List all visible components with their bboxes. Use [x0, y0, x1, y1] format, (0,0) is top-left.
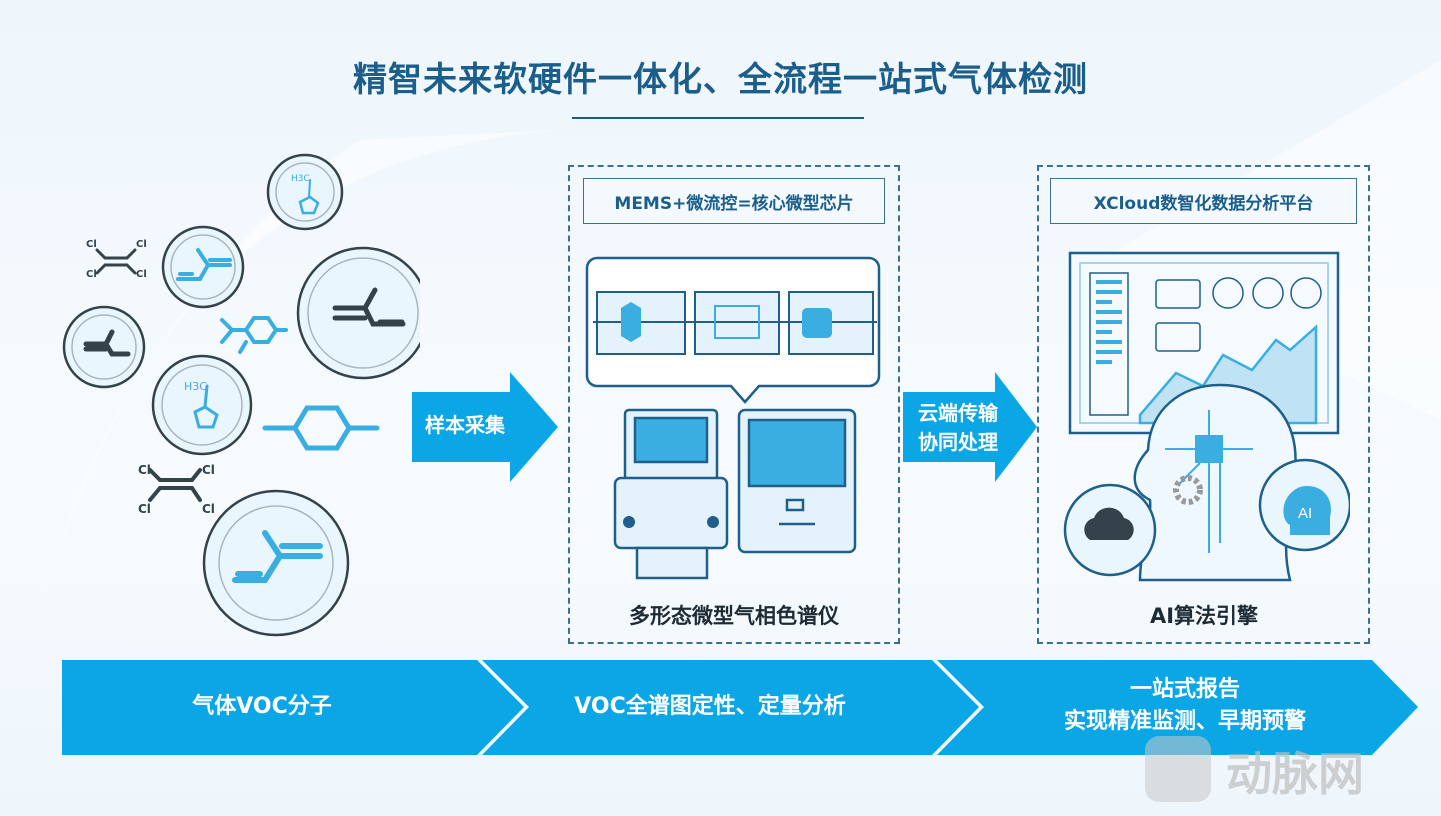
svg-text:Cl: Cl: [138, 502, 151, 516]
cloud-transfer-label-2: 协同处理: [918, 430, 998, 454]
watermark-text: 动脉网: [1226, 747, 1364, 801]
flow-step-3-label-2: 实现精准监测、早期预警: [1063, 709, 1306, 734]
ai-platform-illustration: AI: [1063, 251, 1350, 582]
cloud-transfer-arrow: [903, 372, 1037, 482]
flow-step-1-label: 气体VOC分子: [192, 694, 332, 719]
svg-text:H3C: H3C: [291, 174, 310, 184]
bottom-process-band: [62, 660, 1418, 755]
svg-text:Cl: Cl: [138, 463, 151, 477]
flow-step-3-shape: [937, 660, 1418, 755]
sample-collection-label: 样本采集: [425, 413, 505, 437]
cloud-panel: [1037, 165, 1370, 644]
cloud-panel-header: XCloud数智化数据分析平台: [1050, 178, 1357, 224]
chip-panel-caption: 多形态微型气相色谱仪: [629, 604, 839, 628]
svg-text:H3C: H3C: [184, 380, 207, 393]
micro-gc-illustration: [585, 256, 881, 580]
svg-text:Cl: Cl: [202, 463, 215, 477]
watermark-logo-icon: [1145, 736, 1211, 802]
page-title: 精智未来软硬件一体化、全流程一站式气体检测: [353, 60, 1088, 100]
ai-badge-text: AI: [1298, 505, 1312, 522]
flow-step-2-shape: [482, 660, 979, 755]
cloud-transfer-label-1: 云端传输: [918, 401, 998, 425]
svg-text:Cl: Cl: [136, 269, 147, 280]
sample-collection-arrow: [412, 372, 558, 482]
flow-step-1-shape: [62, 660, 524, 755]
flow-step-3-label-1: 一站式报告: [1129, 677, 1240, 702]
cloud-panel-caption: AI算法引擎: [1149, 604, 1259, 628]
svg-text:Cl: Cl: [86, 239, 97, 250]
chip-panel-header: MEMS+微流控=核心微型芯片: [583, 178, 885, 224]
title-underline: [572, 117, 864, 119]
flow-step-2-label: VOC全谱图定性、定量分析: [574, 694, 846, 719]
svg-text:Cl: Cl: [136, 239, 147, 250]
svg-text:Cl: Cl: [86, 269, 97, 280]
svg-text:Cl: Cl: [202, 502, 215, 516]
chip-panel: [568, 165, 900, 644]
